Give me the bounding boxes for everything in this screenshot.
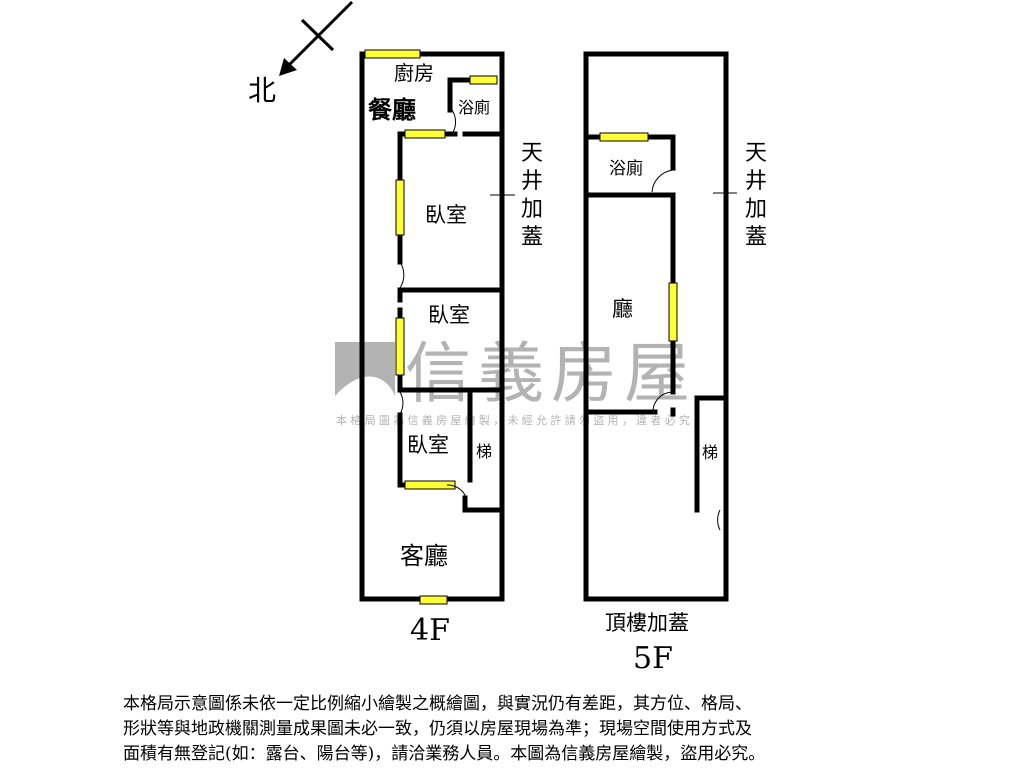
room-stairs-label: 梯 [476,442,492,461]
courtyard-5f-label: 天 井 加 蓋 [745,141,767,250]
disclaimer-line: 形狀等與地政機關測量成果圖未必一致，仍須以房屋現場為準；現場空間使用方式及 [123,719,752,739]
disclaimer: 本格局示意圖係未依一定比例縮小繪製之概繪圖，與實況仍有差距，其方位、格局、形狀等… [123,692,765,767]
svg-text:蓋: 蓋 [521,225,543,250]
north-label: 北 [248,74,276,107]
watermark-logo-icon [335,342,395,396]
svg-text:天: 天 [521,141,543,166]
svg-text:天: 天 [745,141,767,166]
floor-5f-label: 5F [633,641,673,676]
room-5f-bath-label: 浴廁 [609,158,643,179]
svg-text:加: 加 [521,197,543,222]
north-compass-icon [279,0,354,76]
svg-text:井: 井 [745,169,767,194]
room-bath-label: 浴廁 [458,98,490,117]
courtyard-4f-label: 天 井 加 蓋 [521,141,543,250]
room-bedroom2-label: 臥室 [428,303,470,327]
floor-5f-plan [583,51,737,602]
room-bedroom3-label: 臥室 [407,433,449,457]
floor-4f-label: 4F [410,613,450,648]
room-dining-label: 餐廳 [368,95,416,124]
watermark-brand: 信義房屋 [405,335,690,412]
svg-text:蓋: 蓋 [745,225,767,250]
disclaimer-line: 面積有無登記(如：露台、陽台等)，請洽業務人員。本圖為信義房屋繪製，盜用必究。 [123,744,766,764]
watermark-notice: 本格局圖為信義房屋繪製，未經允許請勿盜用，違者必究 [336,413,690,427]
room-5f-hall-label: 廳 [612,297,633,321]
room-5f-stairs-label: 梯 [702,443,718,462]
svg-text:井: 井 [521,169,543,194]
floor-4f-plan [359,49,515,605]
room-bedroom1-label: 臥室 [425,203,467,227]
rooftop-addition-label: 頂樓加蓋 [605,611,689,635]
disclaimer-line: 本格局示意圖係未依一定比例縮小繪製之概繪圖，與實況仍有差距，其方位、格局、 [123,694,752,714]
room-kitchen-label: 廚房 [394,61,434,85]
svg-text:加: 加 [745,197,767,222]
room-living-label: 客廳 [400,542,448,570]
